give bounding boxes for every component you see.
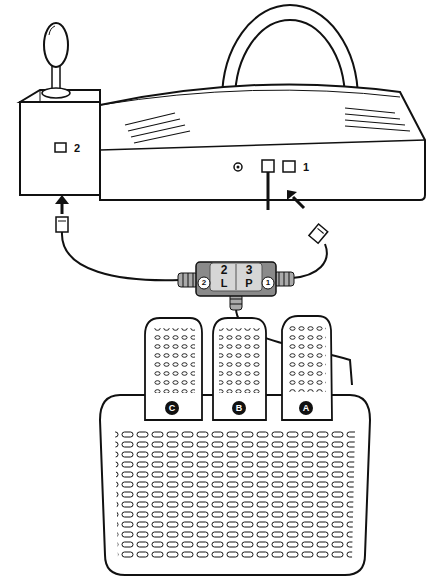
connector-letter: L [221, 278, 228, 289]
callout-number: 2 [202, 279, 206, 287]
port-number: 2 [74, 143, 80, 154]
port-number: 1 [303, 162, 309, 173]
connector-number: 3 [246, 264, 253, 276]
pedal-letter: C [169, 404, 176, 413]
pedal-letter: B [236, 404, 243, 413]
callout-number: 1 [266, 279, 270, 287]
pedal-letter: A [303, 404, 310, 413]
connector-number: 2 [221, 264, 228, 276]
connector-letter: P [245, 278, 252, 289]
